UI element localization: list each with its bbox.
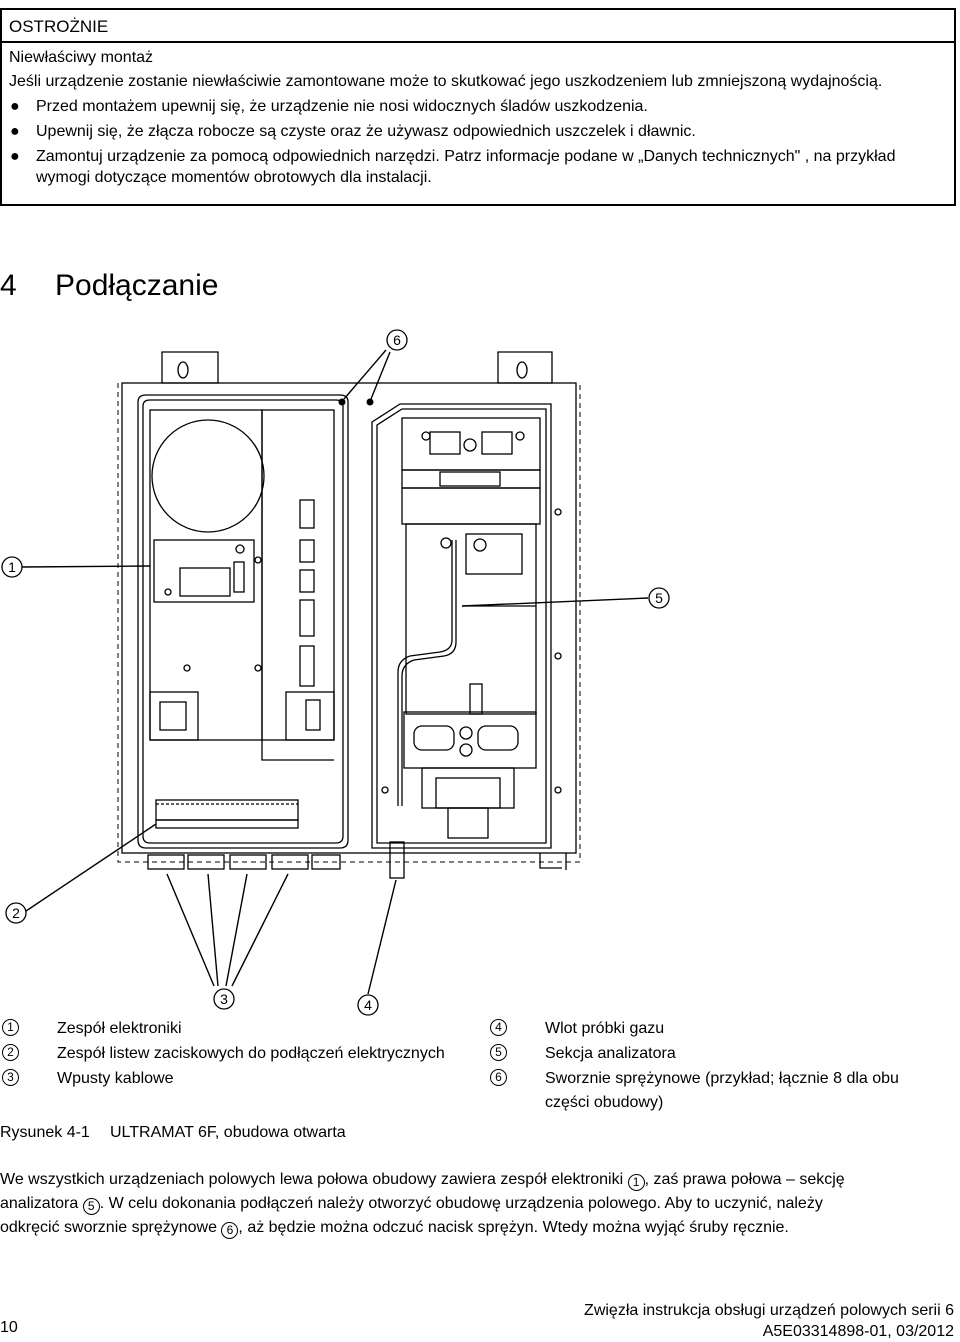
chapter-heading: 4 Podłączanie bbox=[0, 266, 218, 306]
legend-number: 4 bbox=[490, 1019, 507, 1036]
figure-caption: Rysunek 4-1 ULTRAMAT 6F, obudowa otwarta bbox=[0, 1122, 346, 1143]
callout-4-label: 4 bbox=[364, 997, 372, 1013]
callout-5 bbox=[648, 587, 670, 609]
legend-text: Zespół listew zaciskowych do podłączeń e… bbox=[57, 1045, 445, 1062]
caution-intro: Jeśli urządzenie zostanie niewłaściwie z… bbox=[9, 73, 883, 90]
callout-6 bbox=[386, 329, 408, 351]
inline-callout: 5 bbox=[82, 1198, 100, 1215]
legend-number: 1 bbox=[2, 1019, 19, 1036]
legend-number: 3 bbox=[2, 1069, 19, 1086]
callout-6-label: 6 bbox=[393, 332, 401, 348]
legend-number: 5 bbox=[490, 1044, 507, 1061]
caution-bullet: ●Upewnij się, że złącza robocze są czyst… bbox=[10, 123, 696, 140]
caution-bullet: ●Przed montażem upewnij się, że urządzen… bbox=[10, 98, 648, 115]
legend-text: Zespół elektroniki bbox=[57, 1020, 182, 1037]
caution-subtitle: Niewłaściwy montaż bbox=[9, 49, 154, 66]
inline-callout: 6 bbox=[221, 1222, 239, 1239]
paragraph-line: We wszystkich urządzeniach polowych lewa… bbox=[0, 1171, 845, 1191]
caution-header: OSTROŻNIE bbox=[2, 10, 954, 43]
device-figure: 6 1 5 2 3 4 bbox=[0, 320, 960, 1025]
callout-2 bbox=[5, 902, 27, 924]
caution-list: ●Przed montażem upewnij się, że urządzen… bbox=[9, 96, 947, 188]
page-footer: Zwięzła instrukcja obsługi urządzeń polo… bbox=[584, 1300, 954, 1342]
legend-text: Wlot próbki gazu bbox=[545, 1020, 665, 1037]
legend-number: 6 bbox=[490, 1069, 507, 1086]
bullet-icon: ● bbox=[10, 123, 20, 140]
legend-number: 2 bbox=[2, 1044, 19, 1061]
body-paragraph: We wszystkich urządzeniach polowych lewa… bbox=[0, 1168, 960, 1240]
legend-text: Wpusty kablowe bbox=[57, 1070, 174, 1087]
page-number: 10 bbox=[0, 1319, 18, 1336]
callout-3 bbox=[213, 988, 235, 1010]
chapter-title: Podłączanie bbox=[55, 269, 219, 302]
callout-1-label: 1 bbox=[8, 559, 16, 575]
paragraph-line: analizatora 5. W celu dokonania podłącze… bbox=[0, 1195, 823, 1215]
figure-caption-label: Rysunek 4-1 bbox=[0, 1124, 90, 1141]
caution-bullet: ●Zamontuj urządzenie za pomocą odpowiedn… bbox=[10, 148, 896, 186]
callout-1 bbox=[1, 556, 23, 578]
callout-5-label: 5 bbox=[655, 590, 663, 606]
chapter-number: 4 bbox=[0, 269, 17, 302]
callout-3-label: 3 bbox=[220, 991, 228, 1007]
caution-box: OSTROŻNIE Niewłaściwy montaż Jeśli urząd… bbox=[0, 8, 956, 206]
callout-4 bbox=[357, 994, 379, 1016]
legend-text: części obudowy) bbox=[545, 1094, 664, 1111]
callout-2-label: 2 bbox=[12, 905, 20, 921]
footer-code: A5E03314898-01, 03/2012 bbox=[762, 1323, 954, 1340]
figure-caption-text: ULTRAMAT 6F, obudowa otwarta bbox=[110, 1124, 346, 1141]
legend-text: Sekcja analizatora bbox=[545, 1045, 676, 1062]
bullet-icon: ● bbox=[10, 98, 20, 115]
legend-text: Sworznie sprężynowe (przykład; łącznie 8… bbox=[545, 1070, 899, 1087]
footer-title: Zwięzła instrukcja obsługi urządzeń polo… bbox=[584, 1302, 954, 1319]
caution-body: Niewłaściwy montaż Jeśli urządzenie zost… bbox=[2, 43, 954, 188]
bullet-icon: ● bbox=[10, 148, 20, 165]
paragraph-line: odkręcić sworznie sprężynowe 6, aż będzi… bbox=[0, 1219, 789, 1239]
inline-callout: 1 bbox=[627, 1174, 645, 1191]
